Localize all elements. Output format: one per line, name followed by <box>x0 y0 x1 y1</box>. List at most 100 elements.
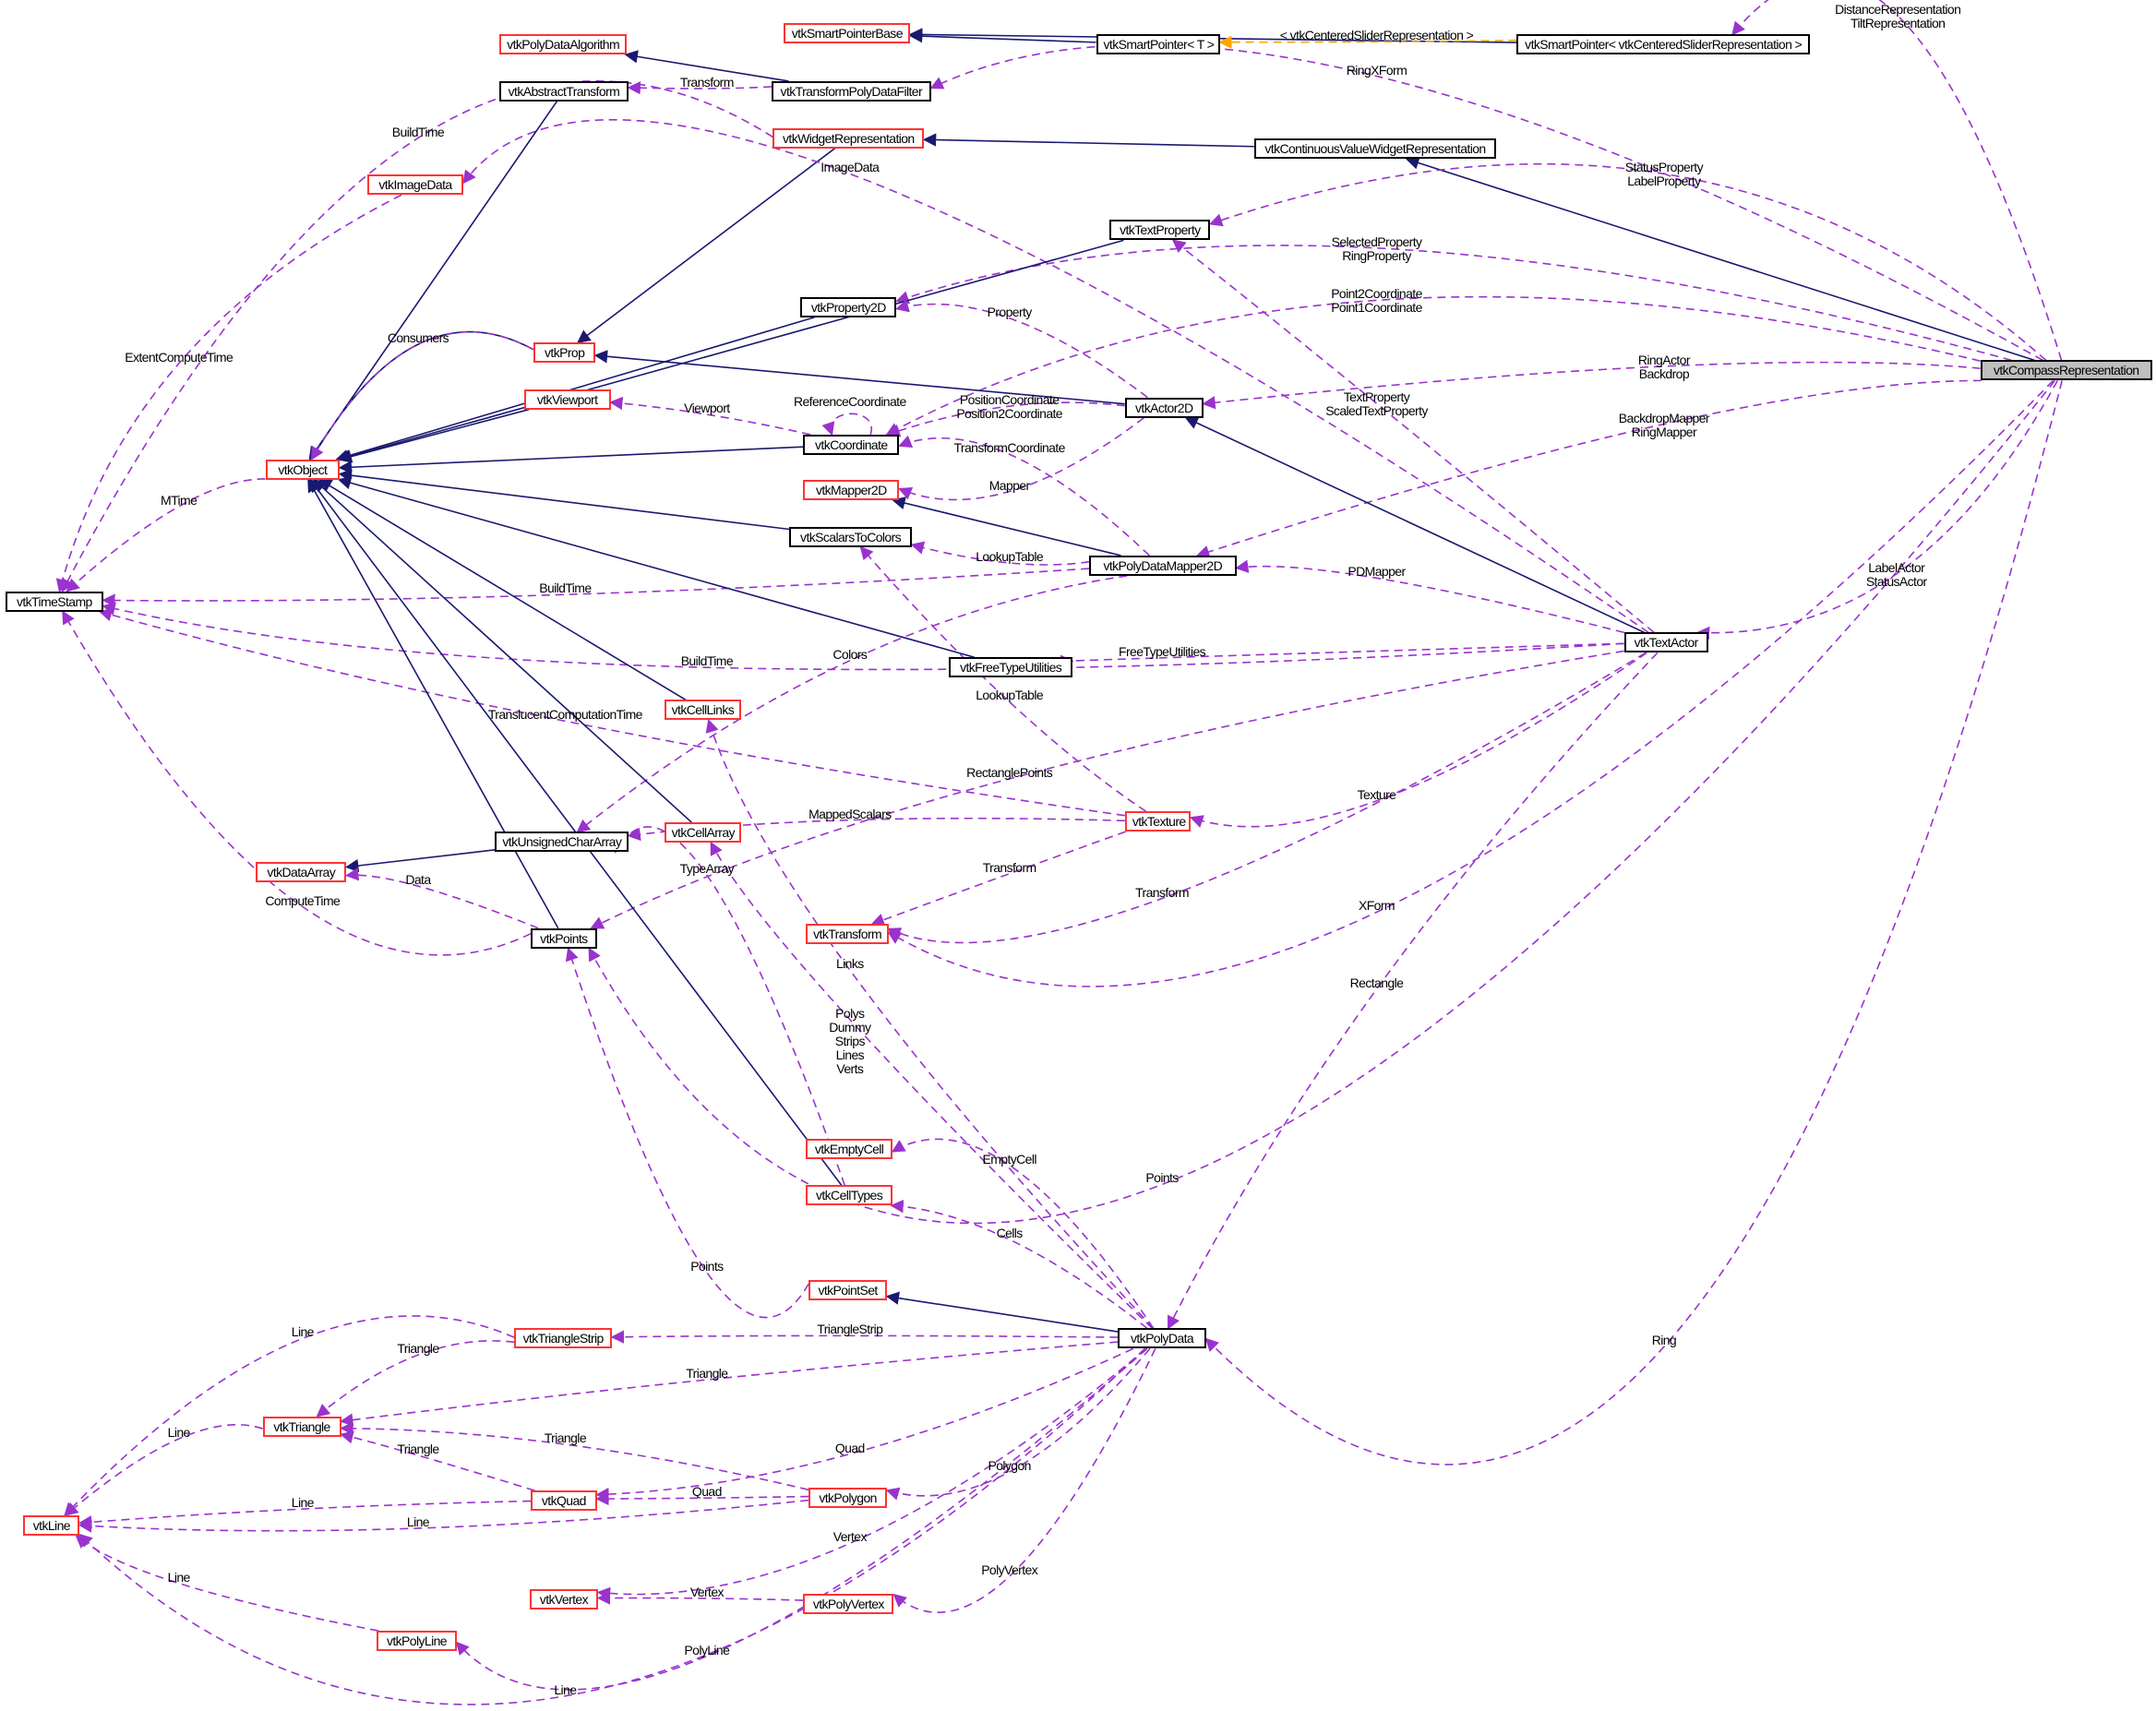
class-node-polyline[interactable]: vtkPolyLine <box>377 1631 457 1652</box>
class-node-mapper2d[interactable]: vtkMapper2D <box>803 480 900 500</box>
class-node-imagedata[interactable]: vtkImageData <box>366 174 464 196</box>
class-node-abstracttransform[interactable]: vtkAbstractTransform <box>498 80 629 102</box>
class-node-vertex[interactable]: vtkVertex <box>529 1589 599 1610</box>
edge-usage-trianglestrip-to-triangle <box>316 1340 515 1418</box>
edge-inheritance-points-to-object <box>307 478 559 929</box>
edge-usage-compass-to-transform <box>887 379 2054 987</box>
edge-label: Links <box>835 956 864 972</box>
class-node-actor2d[interactable]: vtkActor2D <box>1124 397 1204 418</box>
edge-label: RectanglePoints <box>966 764 1053 780</box>
edge-label: < vtkCenteredSliderRepresentation > <box>1279 28 1474 43</box>
class-node-line[interactable]: vtkLine <box>23 1514 80 1536</box>
edge-label: LabelActor StatusActor <box>1865 559 1927 589</box>
class-node-widgetrep[interactable]: vtkWidgetRepresentation <box>773 127 925 149</box>
class-node-transform[interactable]: vtkTransform <box>806 924 889 945</box>
edge-label: TransformCoordinate <box>953 440 1065 456</box>
edge-usage-polydata-to-vertex <box>596 1347 1147 1600</box>
edge-label: Viewport <box>684 401 730 416</box>
class-node-textproperty[interactable]: vtkTextProperty <box>1109 220 1211 241</box>
edge-inheritance-smartptrT-to-smartptrbase <box>908 30 1096 43</box>
class-node-dataarray[interactable]: vtkDataArray <box>256 862 347 883</box>
class-node-object[interactable]: vtkObject <box>265 459 341 480</box>
edge-inheritance-polydata-to-pointset <box>885 1291 1119 1333</box>
edge-usage-compass-to-textactor <box>1695 379 2058 640</box>
edge-usage-compass-to-actor2d <box>1202 361 1981 410</box>
edge-inheritance-abstracttransform-to-object <box>308 101 557 461</box>
edge-usage-celltypes-to-uchararray <box>615 826 846 1186</box>
edge-label: Triangle <box>686 1366 728 1382</box>
edge-usage-polydata-to-polygon <box>885 1347 1151 1501</box>
edge-label: Ring <box>1651 1333 1677 1348</box>
edge-usage-polygon-to-line <box>78 1499 809 1533</box>
class-node-freetype[interactable]: vtkFreeTypeUtilities <box>949 657 1073 678</box>
edge-usage-triangle-to-line <box>64 1424 263 1516</box>
edge-usage-polydata-to-celllinks <box>705 719 1155 1329</box>
edge-inheritance-uchararray-to-dataarray <box>345 849 496 873</box>
edge-inheritance-actor2d-to-prop <box>593 350 1125 405</box>
edge-label: ExtentComputeTime <box>125 349 234 365</box>
class-node-smartptrCSR[interactable]: vtkSmartPointer< vtkCenteredSliderRepres… <box>1516 34 1810 55</box>
class-node-polydataalg[interactable]: vtkPolyDataAlgorithm <box>498 34 628 55</box>
class-node-polygon[interactable]: vtkPolygon <box>808 1488 888 1509</box>
edge-usage-compass-to-polydata <box>1204 380 2063 1466</box>
edge-inheritance-polydatamapper2d-to-mapper2d <box>892 497 1121 556</box>
edge-usage-imagedata-to-timestamp <box>55 194 402 593</box>
class-node-polydatamapper2d[interactable]: vtkPolyDataMapper2D <box>1089 555 1237 576</box>
edge-label: Triangle <box>397 1442 439 1456</box>
class-node-emptycell[interactable]: vtkEmptyCell <box>806 1138 892 1159</box>
class-node-cvwrep[interactable]: vtkContinuousValueWidgetRepresentation <box>1253 138 1497 160</box>
class-node-compass[interactable]: vtkCompassRepresentation <box>1980 360 2152 381</box>
class-node-transformpdf[interactable]: vtkTransformPolyDataFilter <box>771 80 931 102</box>
class-node-triangle[interactable]: vtkTriangle <box>262 1416 341 1437</box>
edge-inheritance-cvwrep-to-widgetrep <box>922 133 1254 148</box>
class-node-celllinks[interactable]: vtkCellLinks <box>664 700 742 721</box>
edge-inheritance-compass-to-cvwrep <box>1405 156 2035 362</box>
edge-label: Polys Dummy Strips Lines Verts <box>829 1005 871 1076</box>
class-node-polydata[interactable]: vtkPolyData <box>1118 1328 1206 1349</box>
class-node-smartptrbase[interactable]: vtkSmartPointerBase <box>784 23 911 44</box>
edge-label: Property <box>987 304 1033 319</box>
edge-label: Consumers <box>387 330 449 346</box>
edge-label: Triangle <box>544 1430 587 1446</box>
class-node-prop[interactable]: vtkProp <box>533 342 596 363</box>
edge-usage-widgetrep-to-timestamp <box>61 80 773 592</box>
class-node-coordinate[interactable]: vtkCoordinate <box>803 434 900 455</box>
edge-label: Points <box>690 1258 724 1274</box>
class-node-uchararray[interactable]: vtkUnsignedCharArray <box>495 832 629 853</box>
class-node-trianglestrip[interactable]: vtkTriangleStrip <box>514 1328 613 1349</box>
edge-label: Rectangle <box>1349 975 1404 990</box>
class-node-timestamp[interactable]: vtkTimeStamp <box>5 591 103 612</box>
edge-label: TranslucentComputationTime <box>487 707 643 723</box>
edge-usage-textactor-to-timestamp <box>102 602 1624 671</box>
edge-usage-trianglestrip-to-line <box>64 1315 515 1517</box>
class-node-smartptrT[interactable]: vtkSmartPointer< T > <box>1096 34 1220 55</box>
class-node-quad[interactable]: vtkQuad <box>531 1490 597 1512</box>
edge-inheritance-textactor-to-actor2d <box>1184 416 1645 634</box>
class-node-viewport[interactable]: vtkViewport <box>523 389 611 410</box>
edge-usage-polydatamapper2d-to-coordinate <box>898 435 1150 556</box>
edge-usage-compass-to-transformpdf <box>929 43 2043 362</box>
edge-usage-compass-to-points <box>588 379 2056 1225</box>
class-node-points[interactable]: vtkPoints <box>531 927 597 949</box>
edge-usage-object-to-timestamp <box>66 478 266 592</box>
class-node-pointset[interactable]: vtkPointSet <box>808 1280 888 1301</box>
class-node-polyvertex[interactable]: vtkPolyVertex <box>803 1593 894 1614</box>
edge-usage-polydatamapper2d-to-uchararray <box>576 575 1128 833</box>
edge-label: XForm <box>1358 898 1395 914</box>
class-node-textactor[interactable]: vtkTextActor <box>1623 632 1708 653</box>
class-node-scalarstocolors[interactable]: vtkScalarsToColors <box>789 526 912 547</box>
edge-label: SelectedProperty RingProperty <box>1331 233 1422 263</box>
edge-label: TriangleStrip <box>817 1322 883 1337</box>
class-node-celltypes[interactable]: vtkCellTypes <box>806 1185 892 1206</box>
edge-usage-points-to-dataarray <box>345 867 539 929</box>
edge-usage-compass-to-textproperty <box>1208 162 2047 361</box>
edge-usage-texture-to-timestamp <box>98 608 1125 817</box>
edge-usage-polydata-to-trianglestrip <box>610 1330 1119 1344</box>
class-node-property2d[interactable]: vtkProperty2D <box>800 296 897 317</box>
edge-label: Line <box>291 1324 315 1340</box>
edge-usage-actor2d-to-mapper2d <box>898 416 1145 501</box>
edge-usage-polydata-to-triangle <box>340 1341 1119 1427</box>
class-node-texture[interactable]: vtkTexture <box>1124 811 1192 832</box>
class-node-cellarray[interactable]: vtkCellArray <box>664 822 742 844</box>
edge-usage-compass-to-smartptrCSR <box>1731 0 2063 361</box>
